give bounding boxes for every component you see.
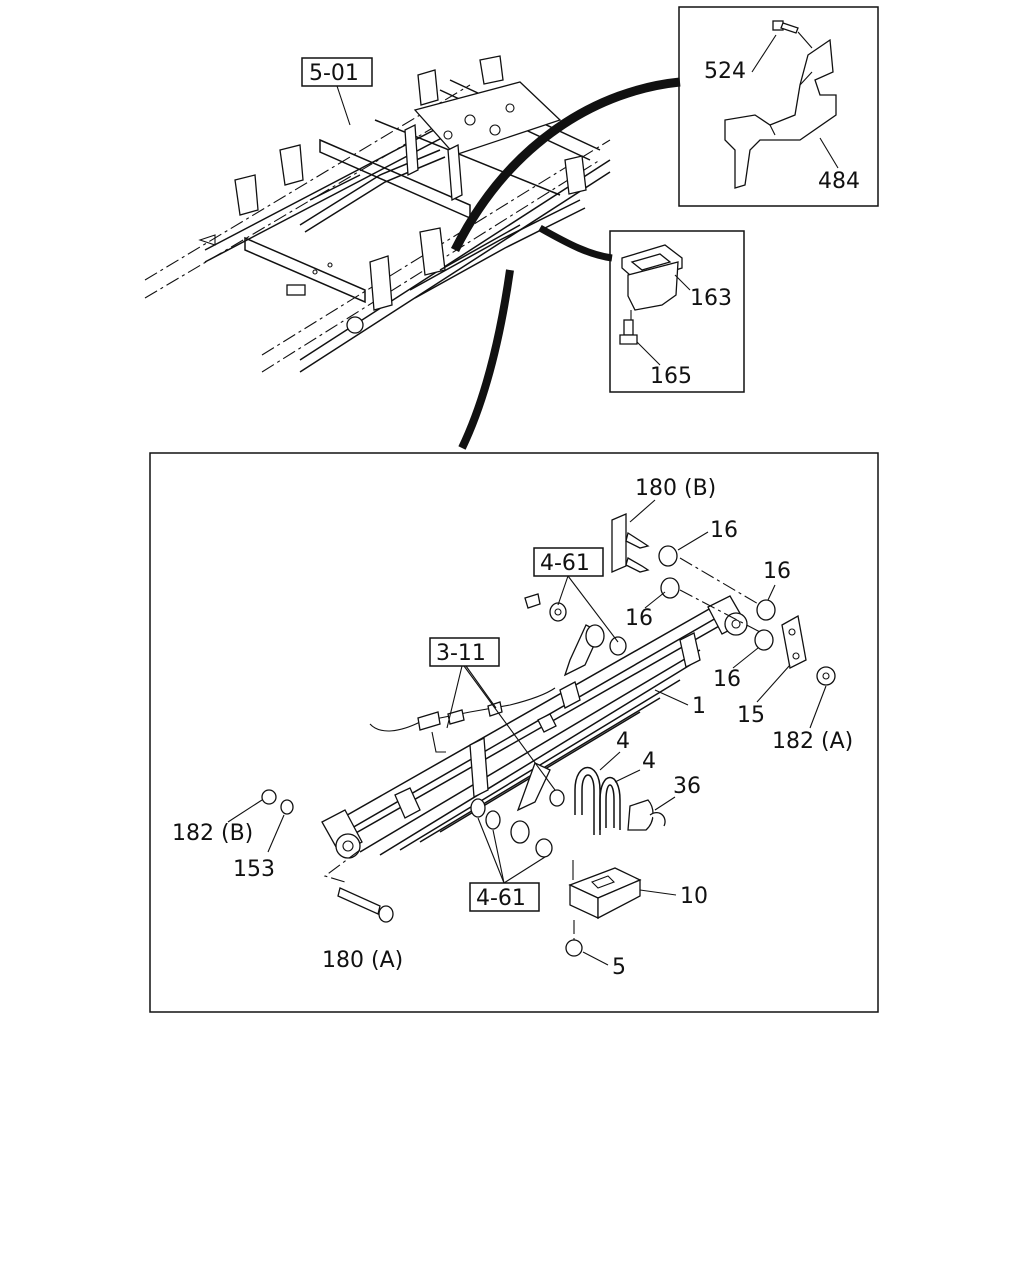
spring-seat-10-icon (568, 867, 642, 920)
bushing-bottom-set-icon (470, 789, 565, 830)
part-524-label: 524 (704, 59, 746, 84)
bushing-top-set-icon (524, 593, 567, 622)
part-165-label: 165 (650, 364, 692, 389)
nut-182a-icon (816, 666, 836, 686)
washer-153-icon (280, 799, 294, 815)
bolt-524-icon (772, 20, 799, 34)
ref-5-01-callout: 5-01 (301, 57, 373, 126)
inset-bracket-484: 524 484 (678, 6, 879, 207)
part-36-label: 36 (673, 774, 701, 799)
part-4a-label: 4 (616, 729, 630, 754)
u-bolt-4-icon (572, 766, 621, 880)
shock-absorber-upper-icon (559, 624, 627, 709)
bolt-180a-icon (323, 849, 394, 923)
part-180a-label: 180 (A) (322, 948, 403, 973)
shock-absorber-lower-icon (510, 762, 553, 858)
sensor-cable-icon (369, 687, 556, 753)
bolt-165-icon (619, 319, 638, 345)
part-163-label: 163 (690, 286, 732, 311)
spring-front-eye-icon (321, 809, 363, 859)
shackle-plate-15-icon (781, 614, 807, 669)
part-484-label: 484 (818, 169, 860, 194)
part-10-label: 10 (680, 884, 708, 909)
ref-3-11-label: 3-11 (436, 641, 486, 666)
nut-182b-icon (261, 789, 277, 805)
part-15-label: 15 (737, 703, 765, 728)
shackle-180b-icon (611, 513, 776, 651)
inset-bump-stop-163: 163 165 (609, 230, 745, 393)
part-16d-label: 16 (713, 667, 741, 692)
part-180b-label: 180 (B) (635, 476, 716, 501)
part-16c-label: 16 (625, 606, 653, 631)
leaf-spring-assembly (321, 595, 748, 859)
ref-4-61-bottom-label: 4-61 (476, 886, 526, 911)
part-16b-label: 16 (763, 559, 791, 584)
detail-leader-arcs (450, 77, 681, 450)
nut-5-icon (565, 920, 583, 957)
chassis-frame-overview (144, 55, 611, 373)
part-182b-label: 182 (B) (172, 821, 253, 846)
part-1-label: 1 (692, 694, 706, 719)
part-153-label: 153 (233, 857, 275, 882)
part-4b-label: 4 (642, 749, 656, 774)
ref-4-61-top-label: 4-61 (540, 551, 590, 576)
ref-5-01-label: 5-01 (309, 61, 359, 86)
part-16a-label: 16 (710, 518, 738, 543)
part-5-label: 5 (612, 955, 626, 980)
main-detail-frame (149, 452, 879, 1013)
pad-36-icon (627, 799, 666, 831)
part-182a-label: 182 (A) (772, 729, 853, 754)
